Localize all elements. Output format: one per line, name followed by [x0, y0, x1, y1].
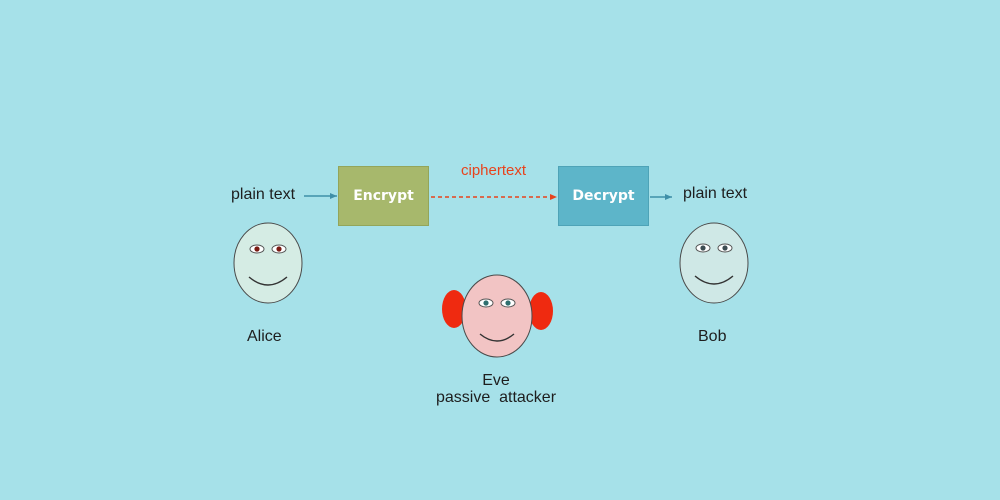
bob-name: Bob [698, 328, 727, 345]
alice-name: Alice [247, 328, 282, 345]
ciphertext-label: ciphertext [461, 162, 527, 179]
eve-right-ear [529, 292, 553, 330]
bob-face-icon [679, 222, 749, 304]
alice-face-icon [233, 222, 303, 304]
plaintext-input-label: plain text [231, 186, 296, 203]
encrypt-box: Encrypt [338, 166, 429, 226]
eve-left-ear [442, 290, 466, 328]
eve-name: Eve [482, 372, 510, 389]
decrypt-box: Decrypt [558, 166, 649, 226]
eve-face-icon [442, 274, 553, 358]
encrypt-label: Encrypt [353, 188, 414, 204]
plaintext-output-label: plain text [683, 185, 748, 202]
decrypt-label: Decrypt [572, 188, 635, 204]
eve-role: passive attacker [435, 389, 557, 406]
